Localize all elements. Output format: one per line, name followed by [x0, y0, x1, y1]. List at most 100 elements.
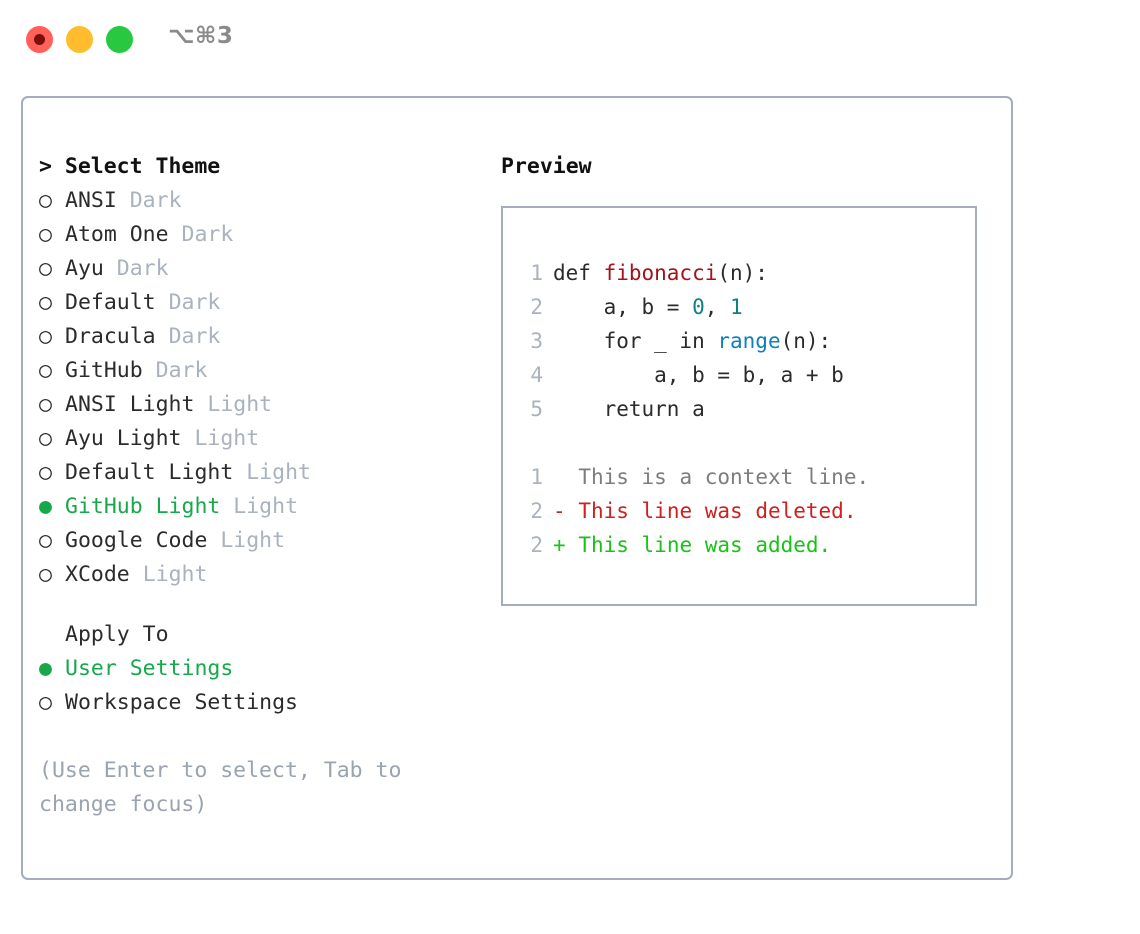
spacer — [39, 720, 479, 754]
code-token-num: 0 — [692, 295, 705, 319]
diff-line-number: 2 — [530, 499, 543, 523]
theme-name-label: Ayu Light — [65, 426, 182, 451]
theme-list-item[interactable]: ○ Dracula Dark — [39, 320, 479, 354]
theme-name-label: ANSI — [65, 188, 117, 213]
theme-list-item[interactable]: ○ Ayu Dark — [39, 252, 479, 286]
theme-name-label: Default — [65, 290, 156, 315]
radio-unselected-icon: ○ — [39, 222, 52, 247]
code-line-number: 4 — [530, 363, 543, 387]
theme-name-label: Default Light — [65, 460, 234, 485]
code-line-number: 2 — [530, 295, 543, 319]
theme-list[interactable]: ○ ANSI Dark ○ Atom One Dark ○ Ayu Dark ○ Defaul… — [39, 184, 479, 592]
diff-line-del: 2- This line was deleted. — [517, 494, 967, 528]
code-token-plain: for _ in — [603, 329, 718, 353]
theme-picker-header: > Select Theme — [39, 154, 221, 179]
theme-name-label: Google Code — [65, 528, 208, 553]
radio-selected-icon: ● — [39, 656, 52, 681]
theme-variant-tag: Light — [194, 426, 260, 451]
diff-sign: + — [553, 533, 566, 557]
radio-unselected-icon: ○ — [39, 528, 52, 553]
theme-variant-tag: Dark — [129, 188, 182, 213]
code-token-plain: return a — [603, 397, 705, 421]
code-token-plain: (n): — [717, 261, 768, 285]
radio-unselected-icon: ○ — [39, 358, 52, 383]
spacer — [39, 592, 479, 618]
preview-title: Preview — [501, 154, 592, 179]
title-bar: ⌥⌘3 — [0, 0, 1140, 76]
radio-unselected-icon: ○ — [39, 460, 52, 485]
theme-variant-tag: Dark — [116, 256, 169, 281]
radio-unselected-icon: ○ — [39, 562, 52, 587]
radio-unselected-icon: ○ — [39, 324, 52, 349]
theme-list-item[interactable]: ○ GitHub Dark — [39, 354, 479, 388]
theme-variant-tag: Light — [246, 460, 311, 485]
theme-name-label: Dracula — [65, 324, 156, 349]
maximize-window-button[interactable] — [106, 26, 133, 53]
code-token-builtin: range — [717, 329, 781, 353]
apply-to-list[interactable]: ● User Settings ○ Workspace Settings — [39, 652, 479, 720]
apply-to-item[interactable]: ● User Settings — [39, 652, 479, 686]
radio-unselected-icon: ○ — [39, 256, 52, 281]
code-token-fn: fibonacci — [603, 261, 718, 285]
code-line-number: 5 — [530, 397, 543, 421]
code-line-number: 3 — [530, 329, 543, 353]
theme-list-item[interactable]: ○ANSI Light Light — [39, 388, 479, 422]
theme-variant-tag: Light — [233, 494, 299, 519]
diff-line-number: 1 — [530, 465, 543, 489]
theme-name-label: Ayu — [65, 256, 104, 281]
theme-name-label: GitHub — [65, 358, 143, 383]
code-line: 4 a, b = b, a + b — [517, 358, 967, 392]
diff-text: This line was added. — [578, 533, 832, 557]
theme-variant-tag: Light — [207, 392, 273, 417]
radio-selected-icon: ● — [39, 494, 52, 519]
keyboard-hint-text: (Use Enter to select, Tab to change focu… — [39, 758, 402, 817]
theme-list-item[interactable]: ○ Atom One Dark — [39, 218, 479, 252]
theme-variant-tag: Light — [220, 528, 286, 553]
theme-name-label: XCode — [65, 562, 130, 587]
diff-sign — [553, 465, 566, 489]
theme-list-item[interactable]: ○Default Dark — [39, 286, 479, 320]
code-line: 5 return a — [517, 392, 967, 426]
diff-text: This line was deleted. — [578, 499, 857, 523]
theme-variant-tag: Dark — [168, 324, 221, 349]
radio-unselected-icon: ○ — [39, 290, 52, 315]
close-window-button[interactable] — [26, 26, 53, 53]
apply-to-label: Workspace Settings — [65, 690, 298, 715]
theme-list-item[interactable]: ○ ANSI Dark — [39, 184, 479, 218]
code-token-plain: a, b = — [603, 295, 693, 319]
radio-unselected-icon: ○ — [39, 690, 52, 715]
code-line: 1 def fibonacci(n): — [517, 256, 967, 290]
theme-name-label: Atom One — [65, 222, 169, 247]
code-token-plain: , — [704, 295, 731, 319]
apply-to-item[interactable]: ○ Workspace Settings — [39, 686, 479, 720]
theme-variant-tag: Dark — [181, 222, 234, 247]
diff-line-ctx: 1 This is a context line. — [517, 460, 967, 494]
theme-variant-tag: Dark — [155, 358, 208, 383]
diff-line-number: 2 — [530, 533, 543, 557]
radio-unselected-icon: ○ — [39, 188, 52, 213]
code-token-plain: a, b = b, a + b — [654, 363, 844, 387]
theme-name-label: GitHub Light — [65, 494, 221, 519]
code-line: 2 a, b = 0, 1 — [517, 290, 967, 324]
apply-to-header: Apply To — [65, 622, 169, 647]
theme-list-item[interactable]: ○ Ayu Light Light — [39, 422, 479, 456]
content-panel: > Select Theme ○ANSI Dark○Atom One Dark○… — [21, 96, 1013, 880]
code-token-plain: def — [553, 261, 604, 285]
minimize-window-button[interactable] — [66, 26, 93, 53]
code-blank-line — [517, 426, 967, 460]
theme-list-item[interactable]: ○ Default Light Light — [39, 456, 479, 490]
code-line: 3 for _ in range(n): — [517, 324, 967, 358]
radio-unselected-icon: ○ — [39, 426, 52, 451]
apply-to-label: User Settings — [65, 656, 234, 681]
theme-variant-tag: Light — [142, 562, 208, 587]
diff-line-add: 2 + This line was added. — [517, 528, 967, 562]
theme-list-item[interactable]: ● GitHub Light Light — [39, 490, 479, 524]
code-line-number: 1 — [530, 261, 543, 285]
code-token-plain: (n): — [780, 329, 832, 353]
diff-text: This is a context line. — [578, 465, 870, 489]
theme-list-item[interactable]: ○ Google Code Light — [39, 524, 479, 558]
theme-list-item[interactable]: ○ XCode Light — [39, 558, 479, 592]
